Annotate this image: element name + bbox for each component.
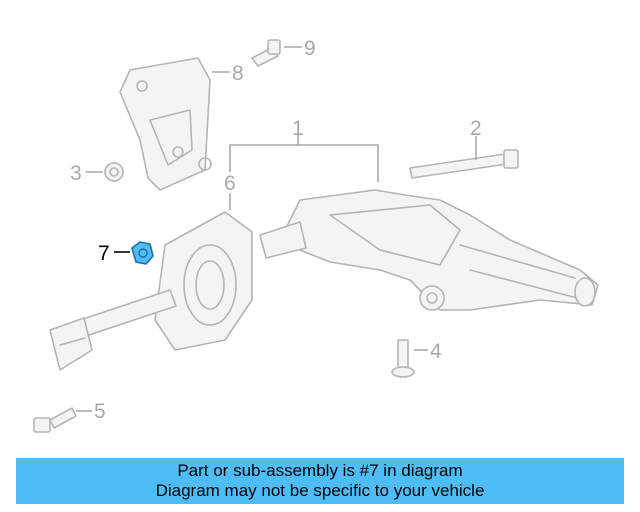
leader-lines bbox=[76, 46, 477, 412]
callout-2: 2 bbox=[470, 117, 482, 140]
callout-6: 6 bbox=[224, 172, 236, 195]
banner-line-2: Diagram may not be specific to your vehi… bbox=[155, 481, 485, 500]
callout-9: 9 bbox=[304, 37, 316, 60]
callout-1: 1 bbox=[292, 117, 304, 140]
callout-3: 3 bbox=[70, 162, 82, 185]
info-banner: Part or sub-assembly is #7 in diagram Di… bbox=[16, 458, 624, 504]
banner-line-1: Part or sub-assembly is #7 in diagram bbox=[177, 461, 463, 480]
bolt-part-9[interactable] bbox=[251, 39, 281, 67]
intermediate-shaft[interactable] bbox=[49, 289, 177, 371]
dust-boot-part-6[interactable] bbox=[154, 211, 253, 351]
bracket-part-8[interactable] bbox=[119, 57, 212, 191]
steering-column-part-1[interactable] bbox=[259, 189, 599, 311]
bolt-part-4[interactable] bbox=[391, 339, 415, 378]
callout-7: 7 bbox=[98, 242, 110, 265]
parts-diagram: 1 2 3 4 5 6 7 8 9 bbox=[33, 37, 599, 433]
callout-5: 5 bbox=[94, 400, 106, 423]
callout-labels: 1 2 3 4 5 6 7 8 9 bbox=[70, 37, 482, 423]
bolt-part-5[interactable] bbox=[33, 407, 77, 433]
bolt-part-2[interactable] bbox=[409, 149, 519, 179]
nut-part-7-highlighted[interactable] bbox=[131, 241, 154, 265]
callout-4: 4 bbox=[430, 340, 442, 363]
nut-part-3[interactable] bbox=[104, 162, 124, 182]
callout-8: 8 bbox=[232, 62, 244, 85]
